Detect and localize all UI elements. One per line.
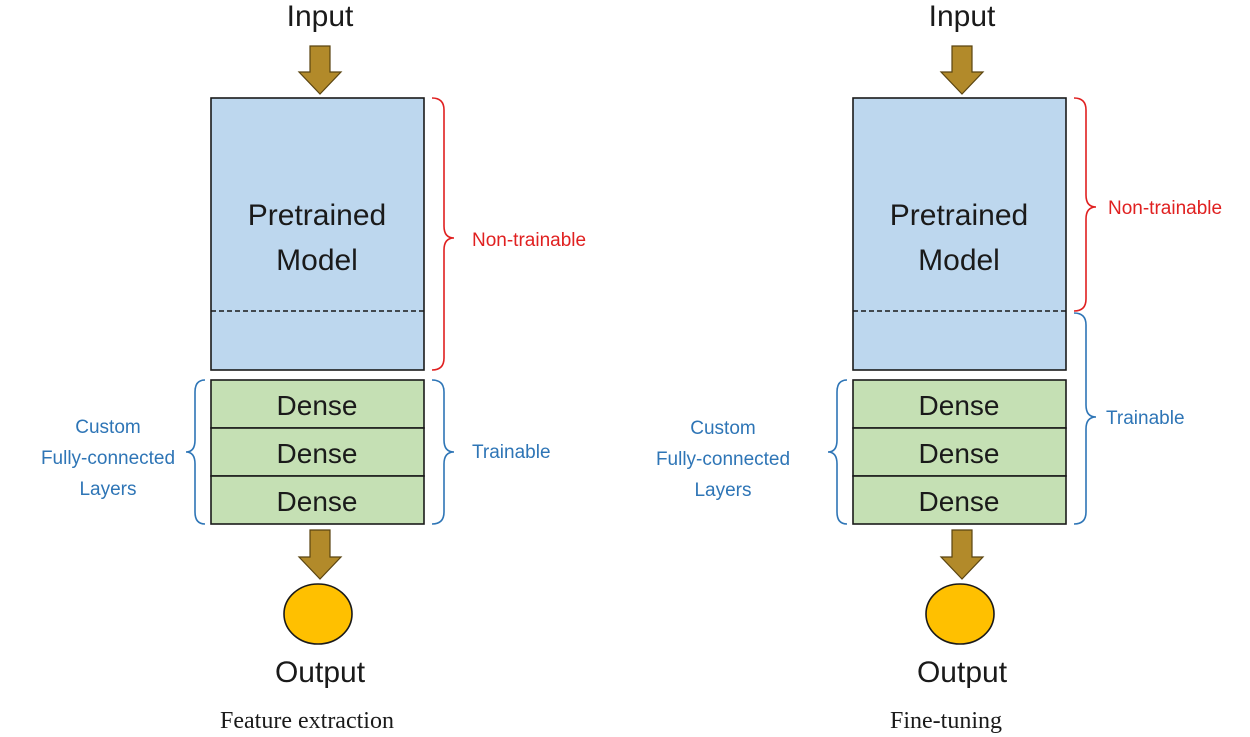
output-circle-icon bbox=[925, 583, 995, 645]
pretrained-model-label-line1: Pretrained bbox=[890, 199, 1028, 232]
down-arrow-icon bbox=[939, 45, 985, 95]
custom-layers-bracket bbox=[185, 379, 206, 525]
dense-layer-box bbox=[852, 427, 1067, 477]
custom-layers-bracket bbox=[827, 379, 848, 525]
panel-caption: Feature extraction bbox=[220, 708, 394, 734]
non-trainable-bracket bbox=[431, 97, 455, 371]
input-label: Input bbox=[287, 0, 354, 33]
panel-fine-tuning: Input Pretrained Model Dense Dense Dense… bbox=[656, 0, 1222, 734]
input-label: Input bbox=[929, 0, 996, 33]
dense-layer-box bbox=[210, 427, 425, 477]
down-arrow-icon bbox=[297, 529, 343, 580]
trainable-bracket bbox=[431, 379, 455, 525]
dense-layer-label: Dense bbox=[277, 390, 358, 421]
non-trainable-label: Non-trainable bbox=[1108, 198, 1222, 219]
panel-feature-extraction: Input Pretrained Model Dense Dense Dense… bbox=[41, 0, 586, 734]
dense-layer-label: Dense bbox=[919, 438, 1000, 469]
trainable-label: Trainable bbox=[1106, 408, 1185, 429]
pretrained-model-label-line2: Model bbox=[918, 244, 1000, 277]
custom-layers-label-line1: Custom bbox=[75, 417, 140, 438]
output-label: Output bbox=[275, 656, 366, 689]
output-circle-icon bbox=[283, 583, 353, 645]
custom-layers-label-line3: Layers bbox=[79, 479, 136, 500]
pretrained-model-box bbox=[210, 97, 425, 371]
pretrained-model-label-line2: Model bbox=[276, 244, 358, 277]
dense-layer-box bbox=[210, 475, 425, 525]
dense-layer-box bbox=[852, 379, 1067, 429]
trainable-label: Trainable bbox=[472, 442, 551, 463]
non-trainable-label: Non-trainable bbox=[472, 230, 586, 251]
custom-layers-label-line3: Layers bbox=[694, 480, 751, 501]
down-arrow-icon bbox=[939, 529, 985, 580]
custom-layers-label-line1: Custom bbox=[690, 418, 755, 439]
dense-layer-label: Dense bbox=[277, 486, 358, 517]
dense-layer-label: Dense bbox=[919, 390, 1000, 421]
dense-layer-label: Dense bbox=[277, 438, 358, 469]
custom-layers-label-line2: Fully-connected bbox=[656, 449, 790, 470]
trainable-bracket bbox=[1073, 312, 1097, 525]
pretrained-model-box bbox=[852, 97, 1067, 371]
pretrained-model-label-line1: Pretrained bbox=[248, 199, 386, 232]
dense-layer-box bbox=[852, 475, 1067, 525]
output-label: Output bbox=[917, 656, 1008, 689]
non-trainable-bracket bbox=[1073, 97, 1097, 312]
down-arrow-icon bbox=[297, 45, 343, 95]
dense-layer-label: Dense bbox=[919, 486, 1000, 517]
panel-caption: Fine-tuning bbox=[890, 708, 1002, 734]
custom-layers-label-line2: Fully-connected bbox=[41, 448, 175, 469]
